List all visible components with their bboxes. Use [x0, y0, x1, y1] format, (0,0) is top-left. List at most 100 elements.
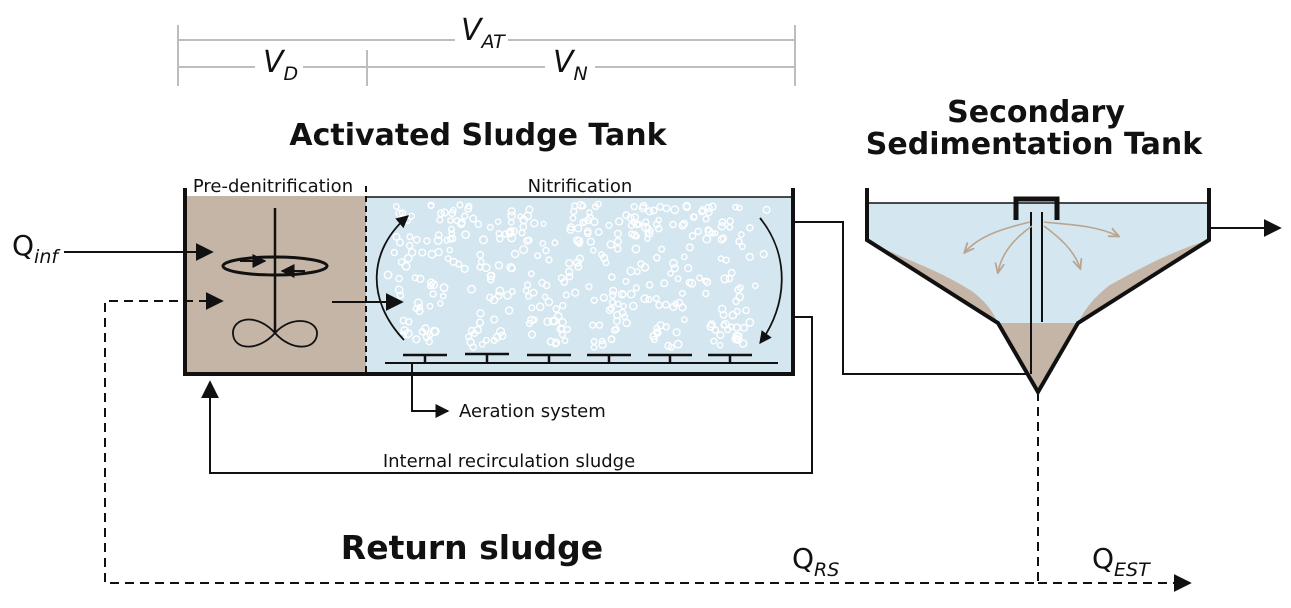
- air-bubble: [403, 253, 413, 263]
- air-bubble: [595, 321, 604, 329]
- air-bubble: [745, 317, 755, 327]
- air-bubble: [490, 315, 499, 324]
- air-bubble: [581, 219, 588, 226]
- air-bubble: [457, 218, 466, 227]
- air-bubble: [590, 337, 598, 345]
- air-bubble: [456, 201, 464, 209]
- air-bubble: [703, 278, 712, 287]
- air-bubble: [406, 233, 414, 241]
- air-bubble: [696, 274, 704, 282]
- air-bubble: [494, 261, 504, 270]
- air-bubble: [594, 200, 602, 208]
- air-bubble: [637, 260, 645, 268]
- air-bubble: [579, 202, 587, 210]
- air-bubble: [425, 337, 434, 346]
- air-bubble: [561, 337, 569, 345]
- air-bubble: [542, 246, 550, 255]
- aeration-system: [385, 352, 778, 364]
- air-bubble: [527, 270, 535, 278]
- air-bubble: [702, 289, 710, 298]
- air-bubble: [523, 281, 532, 289]
- air-bubble: [518, 229, 526, 237]
- clarifier-flow-arrows: [965, 221, 1118, 272]
- air-bubble: [528, 304, 536, 312]
- air-bubble: [551, 340, 560, 348]
- air-bubble: [531, 316, 538, 324]
- air-bubble: [698, 206, 708, 215]
- air-bubble: [412, 305, 420, 313]
- air-bubble: [525, 319, 534, 328]
- air-bubble: [436, 216, 444, 224]
- air-bubble: [469, 343, 478, 351]
- aeration-system-pointer: [411, 363, 450, 418]
- air-bubble: [550, 316, 559, 326]
- air-bubble: [490, 337, 498, 345]
- clarifier-sludge-cone: [998, 323, 1078, 392]
- air-bubble: [433, 236, 443, 245]
- air-bubble: [614, 237, 623, 246]
- air-bubble: [690, 213, 698, 221]
- air-bubble: [652, 295, 660, 303]
- air-bubble: [401, 261, 411, 271]
- air-bubble: [669, 258, 678, 268]
- air-bubble: [478, 340, 486, 348]
- air-bubble: [702, 215, 710, 223]
- influent-label: Qinf: [12, 229, 61, 268]
- air-bubble: [535, 302, 545, 312]
- air-bubble: [726, 217, 734, 225]
- air-bubble: [762, 205, 771, 214]
- air-bubble: [489, 295, 499, 305]
- air-bubble: [551, 239, 559, 247]
- v-at-label: VAT: [461, 13, 506, 53]
- air-bubble: [540, 220, 547, 227]
- air-bubble: [629, 301, 638, 311]
- air-bubble: [440, 208, 449, 217]
- air-bubble: [443, 236, 451, 244]
- air-bubble: [698, 207, 706, 216]
- air-bubble: [685, 243, 694, 252]
- air-bubble: [736, 204, 743, 212]
- air-bubble: [562, 291, 570, 299]
- air-bubble: [507, 218, 515, 226]
- air-bubble: [465, 202, 473, 210]
- air-bubble: [418, 328, 426, 336]
- air-bubble: [605, 221, 613, 230]
- return-sludge-title: Return sludge: [341, 528, 603, 567]
- air-bubble: [704, 226, 712, 233]
- air-bubble: [525, 236, 533, 245]
- air-bubble: [559, 301, 567, 310]
- air-bubble: [626, 289, 636, 299]
- q-est-label: QEST: [1092, 542, 1151, 581]
- air-bubble: [482, 336, 490, 344]
- air-bubble: [495, 286, 505, 296]
- air-bubble: [411, 274, 419, 282]
- air-bubble: [429, 290, 437, 298]
- air-bubble: [745, 252, 754, 262]
- air-bubble: [412, 335, 421, 344]
- air-bubble: [682, 202, 691, 212]
- air-bubble: [412, 235, 421, 244]
- air-bubble: [649, 206, 658, 215]
- internal-recirculation-label: Internal recirculation sludge: [383, 451, 635, 472]
- air-bubble: [733, 307, 741, 316]
- activated-sludge-tank-walls: [183, 188, 795, 376]
- air-bubble: [460, 264, 469, 274]
- air-bubble: [719, 234, 728, 242]
- air-bubble: [407, 247, 417, 257]
- air-bubble: [449, 257, 458, 266]
- air-bubble: [574, 236, 584, 246]
- air-bubble: [660, 279, 669, 288]
- air-bubble: [427, 202, 435, 210]
- air-bubble: [569, 214, 577, 222]
- air-bubble: [752, 282, 759, 290]
- air-bubble: [487, 271, 496, 280]
- air-bubble: [527, 330, 537, 339]
- air-bubble: [510, 249, 520, 259]
- air-bubble: [680, 316, 688, 323]
- air-bubble: [527, 315, 536, 325]
- air-bubble: [649, 332, 658, 341]
- air-bubble: [645, 207, 654, 216]
- air-bubble: [507, 264, 516, 273]
- air-bubble: [494, 218, 502, 225]
- air-bubble: [662, 323, 670, 331]
